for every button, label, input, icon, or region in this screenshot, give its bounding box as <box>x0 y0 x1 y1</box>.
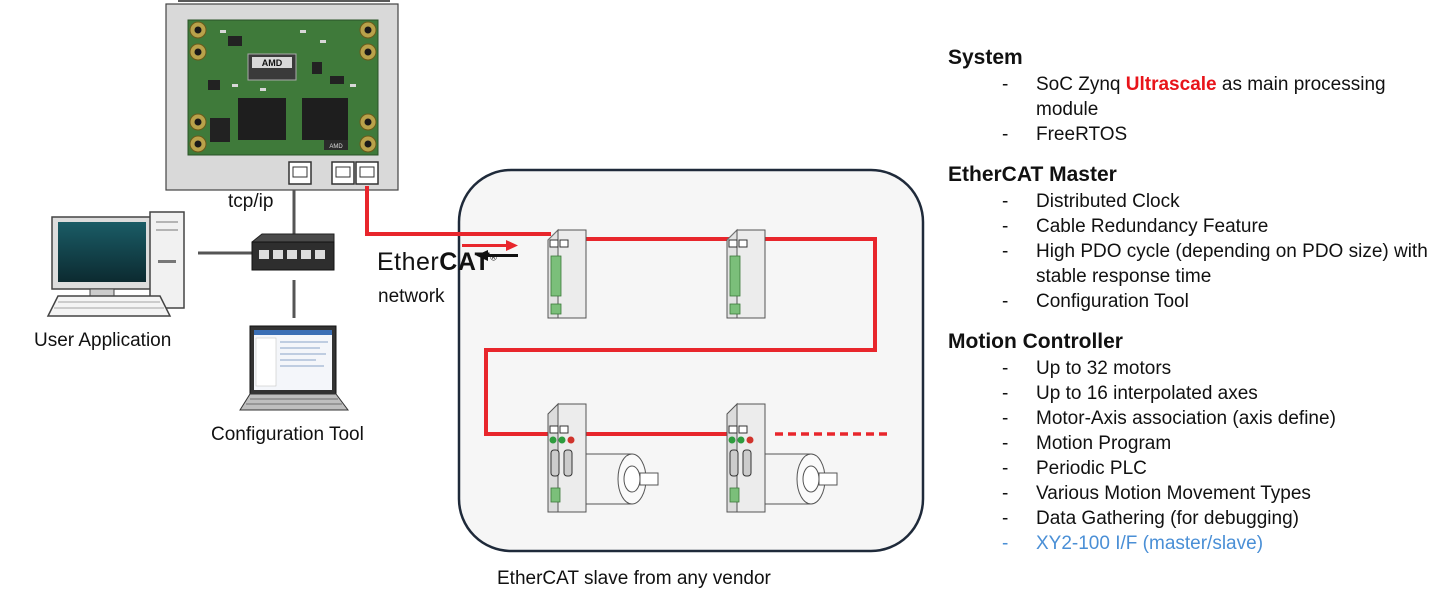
slave-caption: EtherCAT slave from any vendor <box>497 568 771 589</box>
list-item: -SoC Zynq Ultrascale as main processing … <box>1002 74 1386 120</box>
list-item: -Data Gathering (for debugging) <box>1002 508 1299 529</box>
list-item: -Motor-Axis association (axis define) <box>1002 408 1336 429</box>
highlight-text: Ultrascale <box>1125 74 1217 95</box>
list-item: -High PDO cycle (depending on PDO size) … <box>1002 241 1428 287</box>
section-motion-controller: Motion Controller -Up to 32 motors -Up t… <box>948 328 1428 556</box>
list-item: -Up to 16 interpolated axes <box>1002 383 1258 404</box>
ethercat-arrows-icon <box>462 240 518 261</box>
section-heading: Motion Controller <box>948 330 1123 353</box>
desktop-computer-icon <box>46 211 185 317</box>
board-logo-text: AMD <box>262 58 283 68</box>
list-item: -Configuration Tool <box>1002 291 1189 312</box>
section-heading: System <box>948 46 1023 69</box>
ethernet-port-icon <box>331 161 355 185</box>
ethercat-logo: EtherCAT® <box>377 248 497 277</box>
list-item: -FreeRTOS <box>1002 124 1128 145</box>
laptop-icon <box>239 325 349 411</box>
tcp-connection-lines <box>198 190 296 318</box>
network-label: network <box>378 286 445 307</box>
zynq-board: AMD AMD <box>165 0 399 191</box>
list-item: -Distributed Clock <box>1002 191 1180 212</box>
configuration-tool-label: Configuration Tool <box>211 424 364 445</box>
ethernet-port-icon <box>355 161 379 185</box>
ethercat-cable <box>365 186 877 436</box>
list-item: -Up to 32 motors <box>1002 358 1172 379</box>
feature-list: System -SoC Zynq Ultrascale as main proc… <box>948 44 1428 570</box>
ethernet-port-icon <box>288 161 312 185</box>
section-heading: EtherCAT Master <box>948 163 1117 186</box>
list-item: -Various Motion Movement Types <box>1002 483 1311 504</box>
board-logo-text-small: AMD <box>329 144 343 150</box>
slave-area <box>457 168 925 553</box>
list-item-link[interactable]: -XY2-100 I/F (master/slave) <box>1002 533 1264 554</box>
user-application-label: User Application <box>34 330 172 351</box>
list-item: -Cable Redundancy Feature <box>1002 216 1269 237</box>
ethercat-slave-drive <box>726 229 766 319</box>
section-system: System -SoC Zynq Ultrascale as main proc… <box>948 44 1428 147</box>
list-item: -Motion Program <box>1002 433 1172 454</box>
list-item: -Periodic PLC <box>1002 458 1147 479</box>
tcp-ip-label: tcp/ip <box>228 191 274 212</box>
ethercat-slave-drive <box>547 229 587 319</box>
ethercat-logo-bold: CAT <box>439 248 491 276</box>
ethercat-logo-plain: Ether <box>377 248 440 276</box>
registered-mark: ® <box>490 252 498 263</box>
section-ethercat-master: EtherCAT Master -Distributed Clock -Cabl… <box>948 161 1428 314</box>
network-switch-icon <box>251 233 335 271</box>
